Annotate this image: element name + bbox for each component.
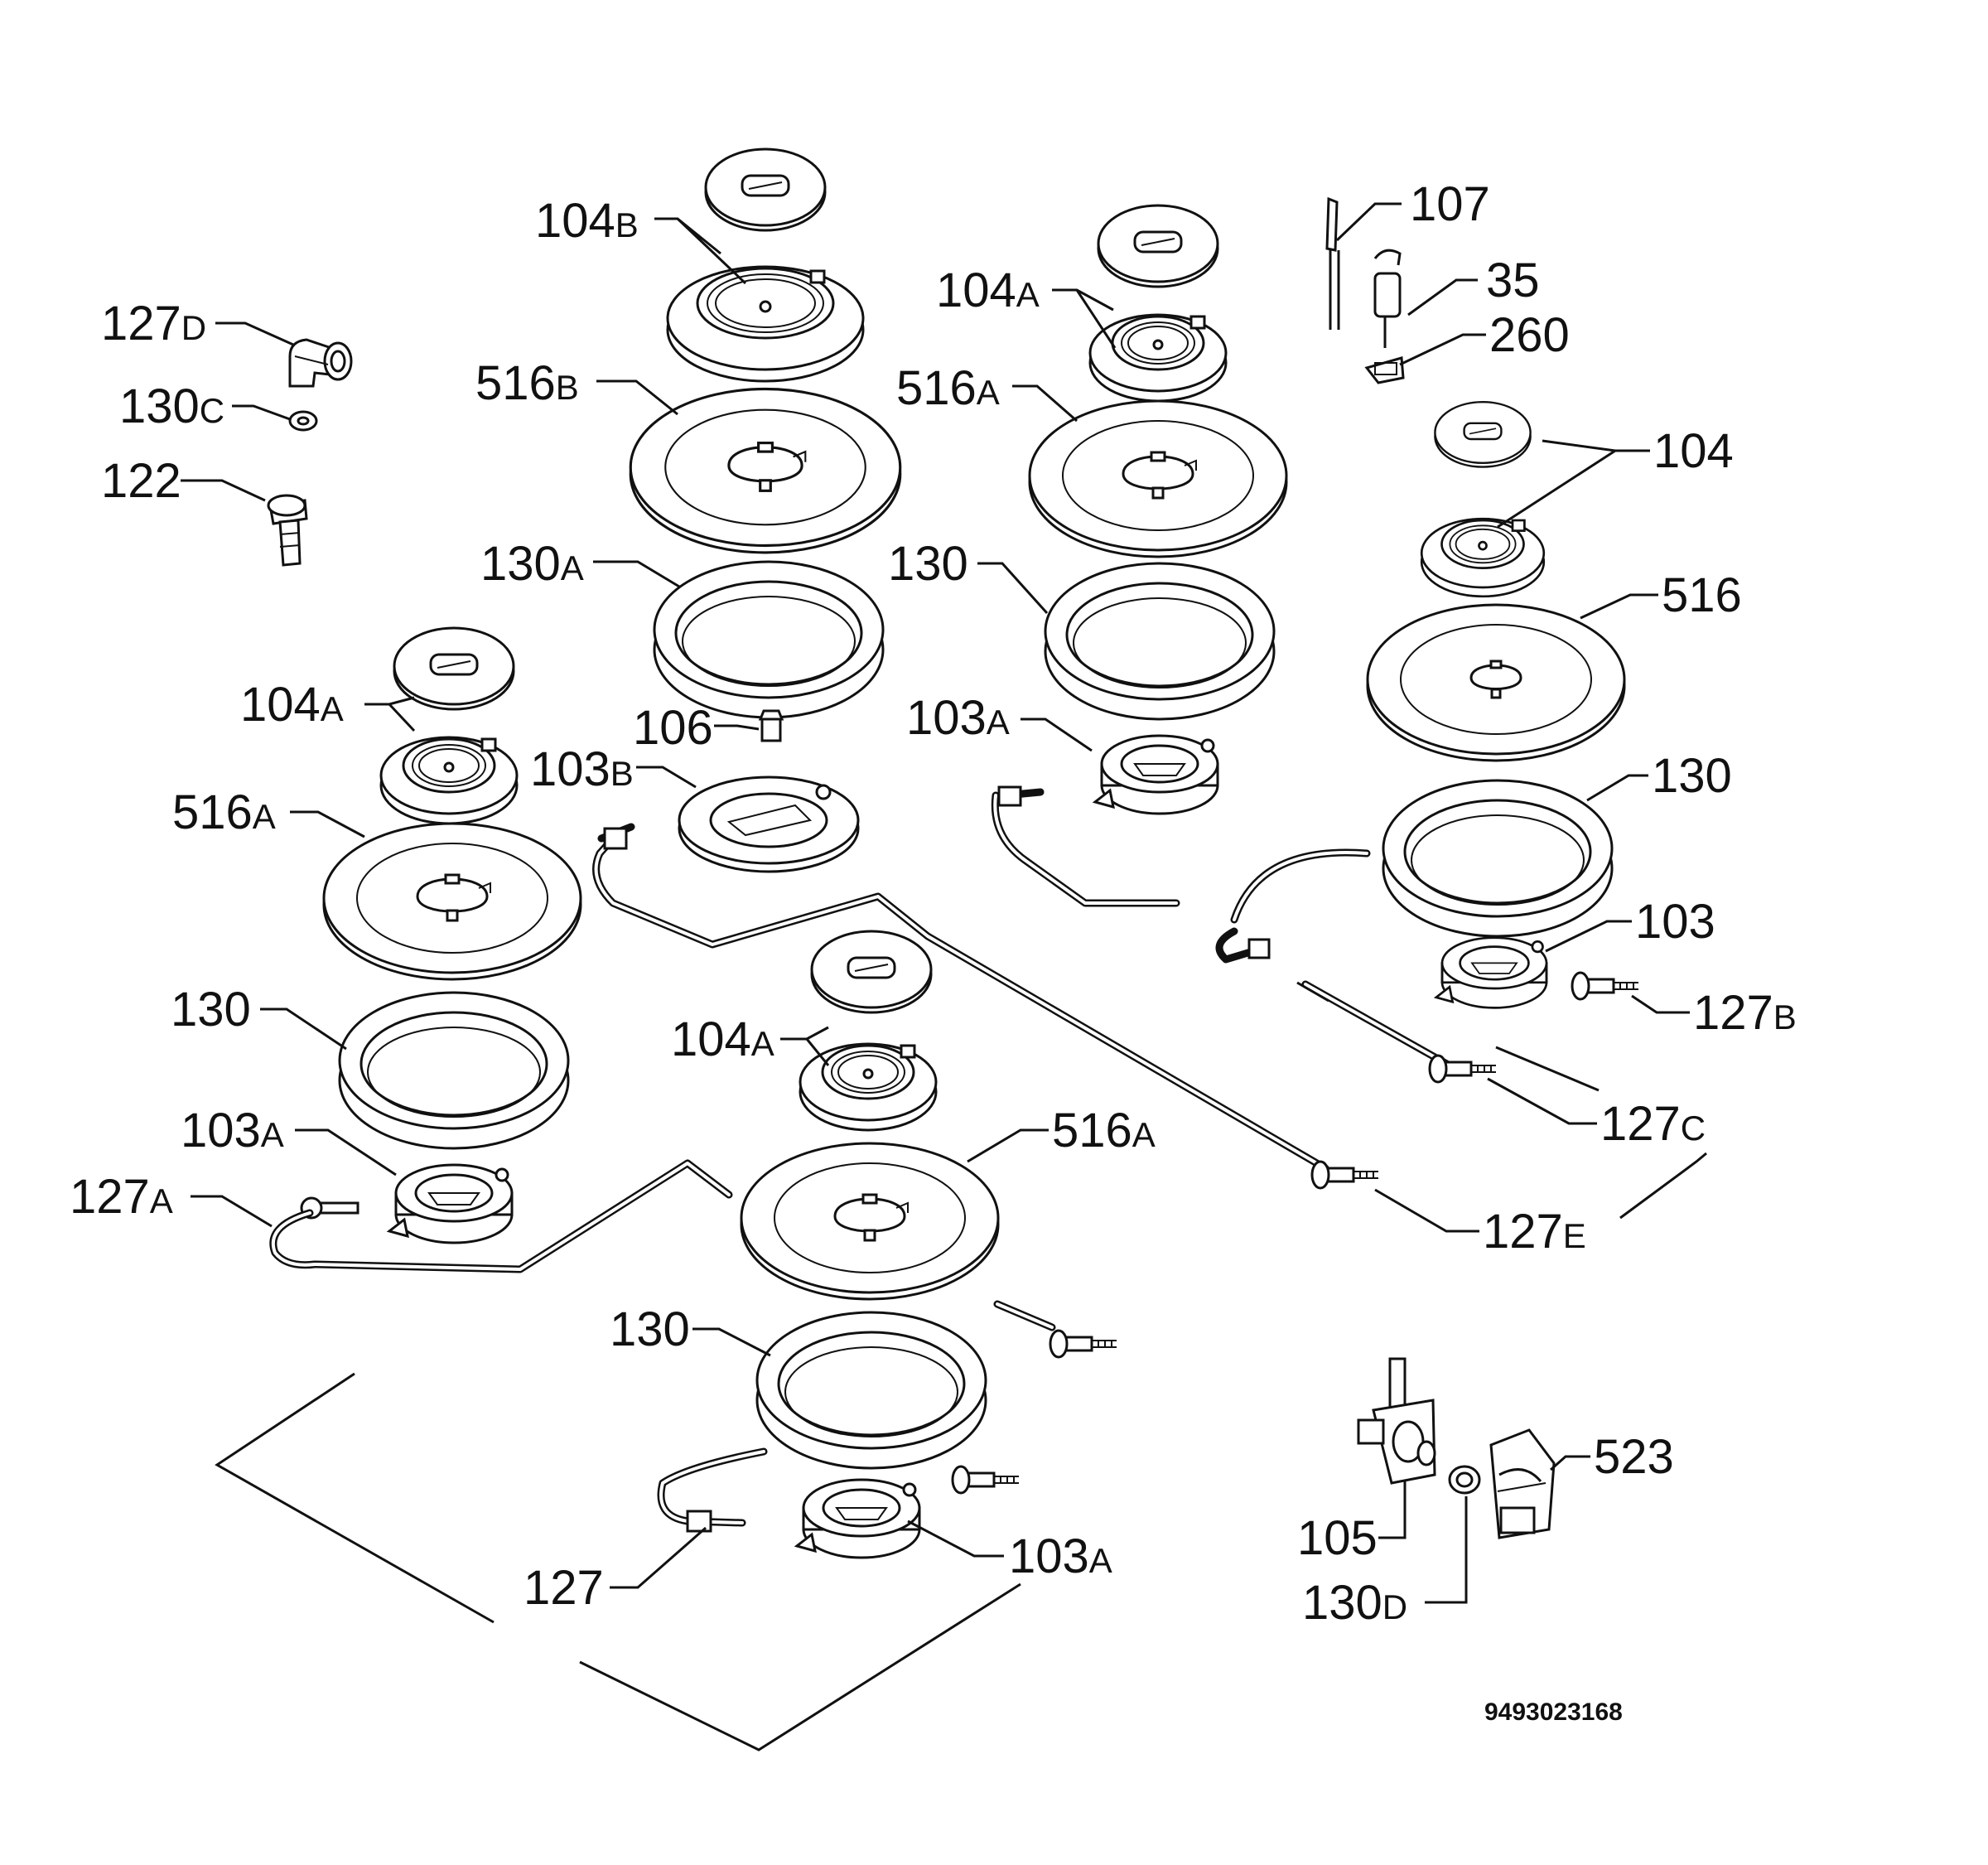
connector-122 bbox=[267, 494, 308, 567]
label-103a-bottom: 103A bbox=[1009, 1529, 1112, 1583]
washer-130c bbox=[288, 410, 318, 432]
burner-base-103 bbox=[1435, 936, 1548, 1009]
label-35: 35 bbox=[1486, 254, 1540, 307]
label-127c: 127C bbox=[1600, 1097, 1706, 1151]
injector-127c bbox=[1428, 1054, 1498, 1084]
pipe-nut-103b bbox=[603, 827, 628, 850]
gas-valve-105 bbox=[1357, 1357, 1436, 1485]
burner-base-103a-top bbox=[1093, 734, 1219, 815]
label-130-bottom: 130 bbox=[610, 1302, 690, 1356]
seal-ring-130-top bbox=[1044, 562, 1276, 721]
seal-ring-130a bbox=[653, 560, 885, 719]
label-260: 260 bbox=[1489, 308, 1570, 362]
elbow-fitting-127d bbox=[288, 338, 353, 388]
label-107: 107 bbox=[1410, 177, 1490, 231]
thermocouple-107 bbox=[1325, 196, 1340, 330]
label-127d: 127D bbox=[101, 297, 206, 350]
label-104: 104 bbox=[1653, 424, 1734, 478]
injector-mid bbox=[1049, 1329, 1118, 1359]
burner-cap-104a-top bbox=[1097, 204, 1219, 288]
label-516a-left: 516A bbox=[172, 785, 276, 839]
burner-a-top-assembly bbox=[1028, 204, 1288, 815]
bracket-lines bbox=[215, 981, 1707, 1751]
burner-cap-104a-bottom bbox=[810, 930, 933, 1014]
label-103a-top: 103A bbox=[906, 691, 1010, 745]
flame-spreader-516a-top bbox=[1028, 399, 1288, 558]
label-516a-bottom: 516A bbox=[1052, 1104, 1156, 1157]
burner-crown-104b bbox=[666, 265, 865, 383]
bracket-523 bbox=[1489, 1428, 1556, 1539]
label-106: 106 bbox=[633, 701, 713, 755]
leader-lines bbox=[181, 202, 1690, 1604]
label-516b: 516B bbox=[475, 356, 579, 410]
label-516a-top: 516A bbox=[896, 361, 1000, 415]
injector-bottom bbox=[951, 1465, 1021, 1495]
label-127a: 127A bbox=[70, 1170, 173, 1224]
pipe-nut-103a-top bbox=[997, 785, 1022, 807]
label-122: 122 bbox=[101, 454, 181, 508]
injector-127b bbox=[1571, 971, 1640, 1001]
burner-crown-104 bbox=[1420, 517, 1546, 598]
label-127: 127 bbox=[524, 1561, 604, 1615]
seal-ring-130-left bbox=[338, 991, 570, 1150]
label-103a-left: 103A bbox=[181, 1104, 284, 1157]
pipe-nut-103 bbox=[1247, 938, 1271, 959]
burner-crown-104a-top bbox=[1088, 313, 1228, 403]
pipe-nut-127 bbox=[686, 1510, 712, 1533]
label-103b: 103B bbox=[530, 742, 634, 796]
flame-spreader-516a-bottom bbox=[740, 1142, 1000, 1301]
burner-base-103a-left bbox=[388, 1163, 514, 1244]
burner-base-103b bbox=[678, 775, 860, 873]
label-130d: 130D bbox=[1302, 1576, 1407, 1630]
label-130c: 130C bbox=[119, 379, 224, 433]
injector-127e bbox=[1310, 1160, 1380, 1190]
label-130-right: 130 bbox=[1652, 749, 1732, 803]
injector-106 bbox=[758, 709, 784, 742]
label-130a: 130A bbox=[480, 537, 584, 591]
part-labels: 104B 127D 130C 122 516B 130A 106 103B 10… bbox=[70, 177, 1797, 1726]
burner-cap-104b bbox=[704, 147, 827, 232]
label-104b: 104B bbox=[535, 194, 639, 248]
burner-cap-104 bbox=[1434, 401, 1532, 468]
label-104a-bottom: 104A bbox=[671, 1012, 774, 1066]
ignition-electrode-35 bbox=[1373, 249, 1402, 348]
label-127e: 127E bbox=[1483, 1205, 1586, 1259]
label-523: 523 bbox=[1594, 1430, 1674, 1484]
label-104a-left: 104A bbox=[240, 678, 344, 732]
label-104a-top: 104A bbox=[936, 263, 1040, 317]
seal-ring-130-bottom bbox=[755, 1311, 987, 1470]
burner-crown-104a-left bbox=[379, 736, 519, 825]
burner-a-bottom-assembly bbox=[740, 930, 1021, 1559]
burner-base-103a-bottom bbox=[795, 1478, 921, 1559]
label-516: 516 bbox=[1662, 568, 1742, 622]
label-103: 103 bbox=[1635, 895, 1715, 949]
seal-ring-130-right bbox=[1382, 779, 1614, 938]
flame-spreader-516b bbox=[629, 387, 902, 554]
clip-260 bbox=[1364, 356, 1405, 384]
label-130-top: 130 bbox=[888, 537, 968, 591]
burner-a-left-assembly bbox=[300, 626, 582, 1244]
flame-spreader-516a-left bbox=[322, 822, 582, 981]
burner-b-assembly bbox=[629, 147, 902, 873]
injector-127a bbox=[300, 1196, 359, 1220]
label-127b: 127B bbox=[1693, 986, 1797, 1040]
label-130-left: 130 bbox=[171, 983, 251, 1036]
burner-aux-assembly bbox=[1366, 401, 1640, 1009]
drawing-number: 9493023168 bbox=[1484, 1698, 1623, 1726]
label-105: 105 bbox=[1297, 1511, 1378, 1565]
washer-130d bbox=[1448, 1465, 1481, 1495]
